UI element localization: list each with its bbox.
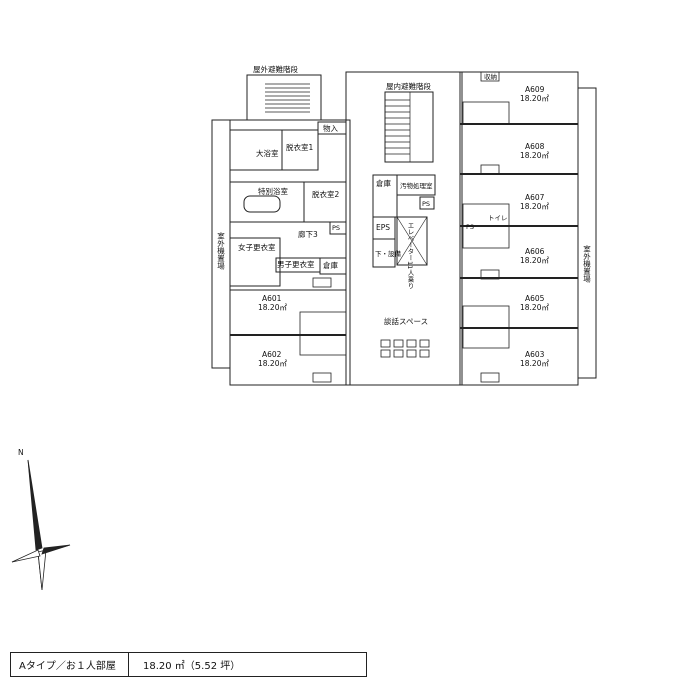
- womens-locker-room: [229, 237, 281, 287]
- room-a606-id: A606: [525, 247, 545, 256]
- room-bathroom-units: [299, 101, 510, 356]
- room-type-label: Aタイプ／お１人部屋: [11, 653, 129, 676]
- bathtub: [243, 195, 281, 213]
- eps-label: EPS: [376, 223, 390, 232]
- outdoor-stairs-label: 屋外避難階段: [253, 64, 298, 74]
- room-a606-area: 18.20㎡: [520, 256, 549, 265]
- room-a603: [459, 327, 579, 386]
- compass-icon: N: [11, 448, 71, 591]
- room-a607-id: A607: [525, 193, 545, 202]
- special-bath-label: 特別浴室: [258, 186, 288, 196]
- room-a601: [229, 289, 347, 336]
- outdoor-unit-left-label: 室外機置場: [216, 231, 225, 271]
- room-a605-area: 18.20㎡: [520, 303, 549, 312]
- kitchen-label: 下・設備: [375, 249, 402, 258]
- warehouse-left: [319, 257, 347, 275]
- ps-left-label: PS: [332, 224, 340, 232]
- right-balcony: [577, 87, 597, 379]
- room-a607-area: 18.20㎡: [520, 202, 549, 211]
- toilet-label: トイレ: [488, 214, 508, 222]
- storage-in: [317, 121, 347, 135]
- dressing2-label: 脱衣室2: [312, 189, 339, 199]
- room-a608-area: 18.20㎡: [520, 151, 549, 160]
- room-a607: [459, 173, 579, 227]
- ps-left: [329, 221, 347, 235]
- ps-center: [419, 196, 435, 210]
- indoor-stairs-label: 屋内避難階段: [386, 81, 431, 91]
- room-area-label: 18.20 ㎡（5.52 坪）: [143, 661, 241, 672]
- room-type-caption: Aタイプ／お１人部屋 18.20 ㎡（5.52 坪）: [10, 652, 367, 677]
- room-a602-id: A602: [262, 350, 282, 359]
- room-a609-id: A609: [525, 85, 545, 94]
- left-wing-outline: [229, 119, 351, 386]
- womens-locker-label: 女子更衣室: [238, 242, 276, 252]
- dirty-room-label: 汚物処理室: [400, 181, 433, 190]
- corridor3-label: 廊下3: [298, 229, 318, 239]
- closets: [312, 71, 500, 383]
- outdoor-unit-right-label: 室外機置場: [582, 244, 591, 284]
- warehouse-center-label: 倉庫: [376, 178, 391, 188]
- kitchen-room: [372, 238, 396, 268]
- storage-in-label: 物入: [323, 123, 338, 133]
- room-a603-area: 18.20㎡: [520, 359, 549, 368]
- elevator: [396, 216, 428, 266]
- ps-right-label: PS: [466, 223, 474, 231]
- room-a602-area: 18.20㎡: [258, 359, 287, 368]
- room-a606: [459, 225, 579, 279]
- elevator-label: エレベーター11人乗り: [406, 222, 414, 289]
- room-a609: [459, 71, 579, 125]
- room-a603-id: A603: [525, 350, 545, 359]
- ps-center-label: PS: [422, 200, 430, 208]
- indoor-stairs: [384, 91, 434, 163]
- warehouse-left-label: 倉庫: [323, 260, 338, 270]
- room-a601-id: A601: [262, 294, 282, 303]
- lounge-label: 談話スペース: [384, 316, 428, 326]
- room-a602: [229, 334, 347, 386]
- room-a601-area: 18.20㎡: [258, 303, 287, 312]
- dressing-room-1: [281, 129, 319, 171]
- room-a608: [459, 123, 579, 175]
- dressing1-label: 脱衣室1: [286, 142, 313, 152]
- room-a608-id: A608: [525, 142, 545, 151]
- closet-label: 収納: [484, 72, 497, 81]
- right-wing-outline: [459, 71, 579, 386]
- lounge-furniture: [380, 339, 430, 358]
- room-a605-id: A605: [525, 294, 545, 303]
- room-a609-area: 18.20㎡: [520, 94, 549, 103]
- mens-locker-label: 男子更衣室: [277, 259, 315, 269]
- outdoor-stairs: [246, 74, 322, 121]
- dirty-room: [396, 174, 436, 196]
- large-bath-label: 大浴室: [256, 148, 279, 158]
- room-a605: [459, 277, 579, 329]
- north-label: N: [18, 448, 24, 457]
- dressing-room-2: [303, 181, 347, 223]
